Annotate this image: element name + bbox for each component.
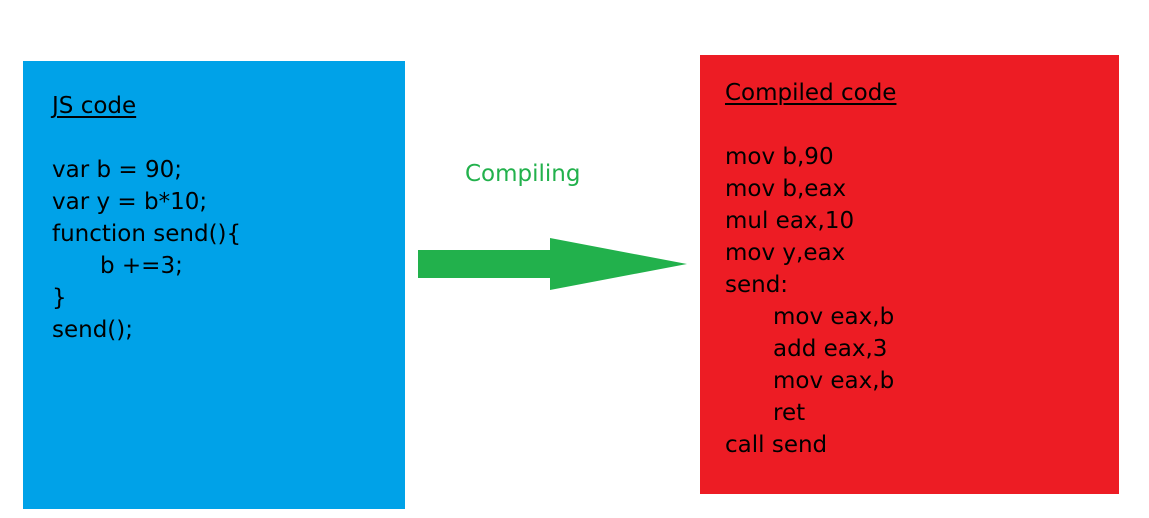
js-code-block: var b = 90; var y = b*10; function send(… <box>52 154 241 346</box>
compiled-code-block: mov b,90 mov b,eax mul eax,10 mov y,eax … <box>725 141 894 461</box>
compiled-code-line: mov eax,b <box>773 368 895 394</box>
compiled-code-line: mov eax,b <box>773 304 895 330</box>
arrow-shape <box>418 238 687 290</box>
js-code-line: var y = b*10; <box>52 189 208 215</box>
compiled-code-line: add eax,3 <box>773 336 888 362</box>
js-code-line: function send(){ <box>52 221 242 247</box>
compiled-code-line: ret <box>773 400 806 426</box>
compiled-code-line: mov b,eax <box>725 176 847 202</box>
compiled-code-heading: Compiled code <box>725 80 897 106</box>
compiled-code-line: call send <box>725 432 828 458</box>
js-code-panel: JS code var b = 90; var y = b*10; functi… <box>23 61 405 509</box>
compiled-code-line: send: <box>725 272 789 298</box>
js-code-line: send(); <box>52 317 134 343</box>
js-code-line: b +=3; <box>100 253 183 279</box>
compiled-code-line: mov y,eax <box>725 240 846 266</box>
compiling-label: Compiling <box>465 161 581 187</box>
compiled-code-line: mul eax,10 <box>725 208 855 234</box>
js-code-line: var b = 90; <box>52 157 182 183</box>
compiled-code-line: mov b,90 <box>725 144 834 170</box>
right-arrow-icon <box>418 238 687 290</box>
js-code-line: } <box>52 285 67 311</box>
compiled-code-panel: Compiled code mov b,90 mov b,eax mul eax… <box>700 55 1119 494</box>
js-code-heading: JS code <box>52 93 137 119</box>
